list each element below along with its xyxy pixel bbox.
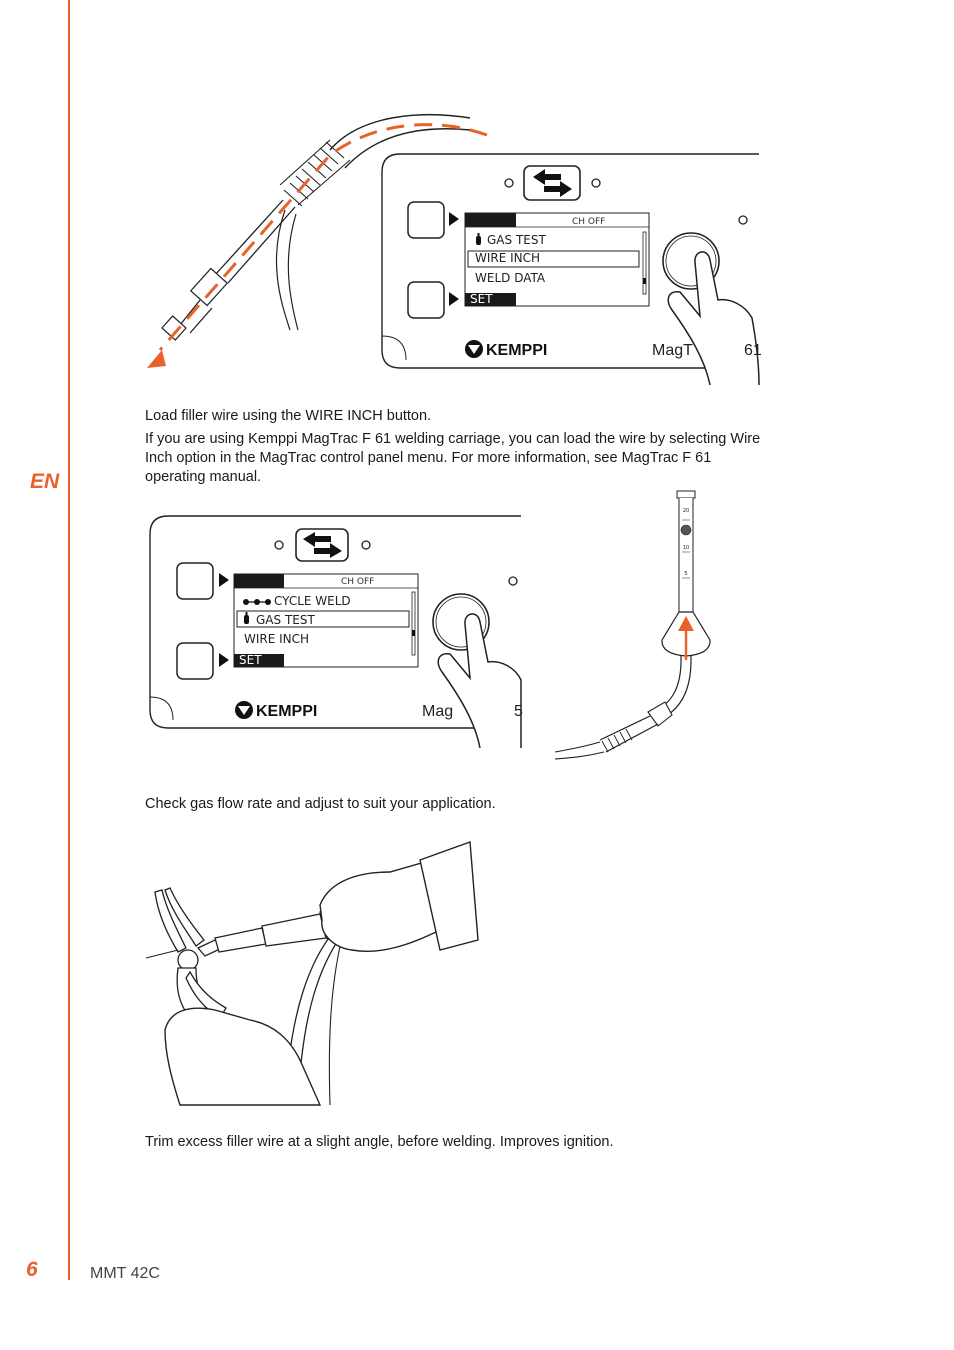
soft-key-top-2[interactable] xyxy=(177,563,213,599)
lcd-menu-item[interactable]: GAS TEST xyxy=(256,613,315,627)
soft-key-top-1[interactable] xyxy=(408,202,444,238)
lcd-menu-item[interactable]: WIRE INCH xyxy=(475,251,540,265)
flowmeter-scale-label: 5 xyxy=(684,571,687,577)
soft-key-bottom-1[interactable] xyxy=(408,282,444,318)
model-label-tail: 61 xyxy=(744,342,762,359)
lcd-status-2: CH OFF xyxy=(341,577,374,587)
flowmeter-illustration: 20 10 5 xyxy=(555,491,710,759)
caption-trim-wire: Trim excess filler wire at a slight angl… xyxy=(145,1133,770,1152)
flowmeter-scale-label: 20 xyxy=(683,508,689,514)
kemppi-logo-icon xyxy=(235,701,253,719)
kemppi-logo-icon xyxy=(465,340,483,358)
caption-gas-flow: Check gas flow rate and adjust to suit y… xyxy=(145,795,770,814)
figure-gas-test: CH OFF CYCLE WELD GAS TEST WIRE INCH SET… xyxy=(0,490,954,770)
lcd-menu-item[interactable]: WIRE INCH xyxy=(244,632,309,646)
lcd-menu-item[interactable]: GAS TEST xyxy=(487,233,546,247)
soft-key-bottom-2[interactable] xyxy=(177,643,213,679)
lcd-menu-item[interactable]: WELD DATA xyxy=(475,271,546,285)
lcd-softkey-label: SET xyxy=(239,653,262,667)
lcd-menu-item[interactable]: CYCLE WELD xyxy=(274,594,351,608)
document-title: MMT 42C xyxy=(90,1265,160,1283)
caption-wire-inch: Load filler wire using the WIRE INCH but… xyxy=(145,407,770,426)
model-label: Mag xyxy=(422,703,453,720)
direction-arrow-icon xyxy=(147,350,166,368)
swap-button-2[interactable] xyxy=(296,529,348,561)
caption-magtrac: If you are using Kemppi MagTrac F 61 wel… xyxy=(145,430,770,487)
gloved-hand-right-illustration xyxy=(320,842,478,951)
brand-label: KEMPPI xyxy=(486,342,547,359)
lcd-softkey-label: SET xyxy=(470,292,493,306)
model-label: MagT xyxy=(652,342,693,359)
cycle-weld-icon xyxy=(243,599,271,605)
gloved-hand-left-illustration xyxy=(165,1008,320,1105)
brand-label: KEMPPI xyxy=(256,703,317,720)
lcd-status-1: CH OFF xyxy=(572,217,605,227)
figure-trim-wire xyxy=(0,835,954,1115)
figure-wire-inch: CH OFF GAS TEST WIRE INCH WELD DATA SET … xyxy=(0,0,954,400)
lcd-screen-1: CH OFF GAS TEST WIRE INCH WELD DATA SET xyxy=(465,213,649,306)
swap-button-1[interactable] xyxy=(524,166,580,200)
flowmeter-scale-label: 10 xyxy=(683,545,689,551)
page-number: 6 xyxy=(26,1258,38,1282)
model-label-tail: 5 xyxy=(514,703,523,720)
lcd-screen-2: CH OFF CYCLE WELD GAS TEST WIRE INCH SET xyxy=(234,574,418,667)
